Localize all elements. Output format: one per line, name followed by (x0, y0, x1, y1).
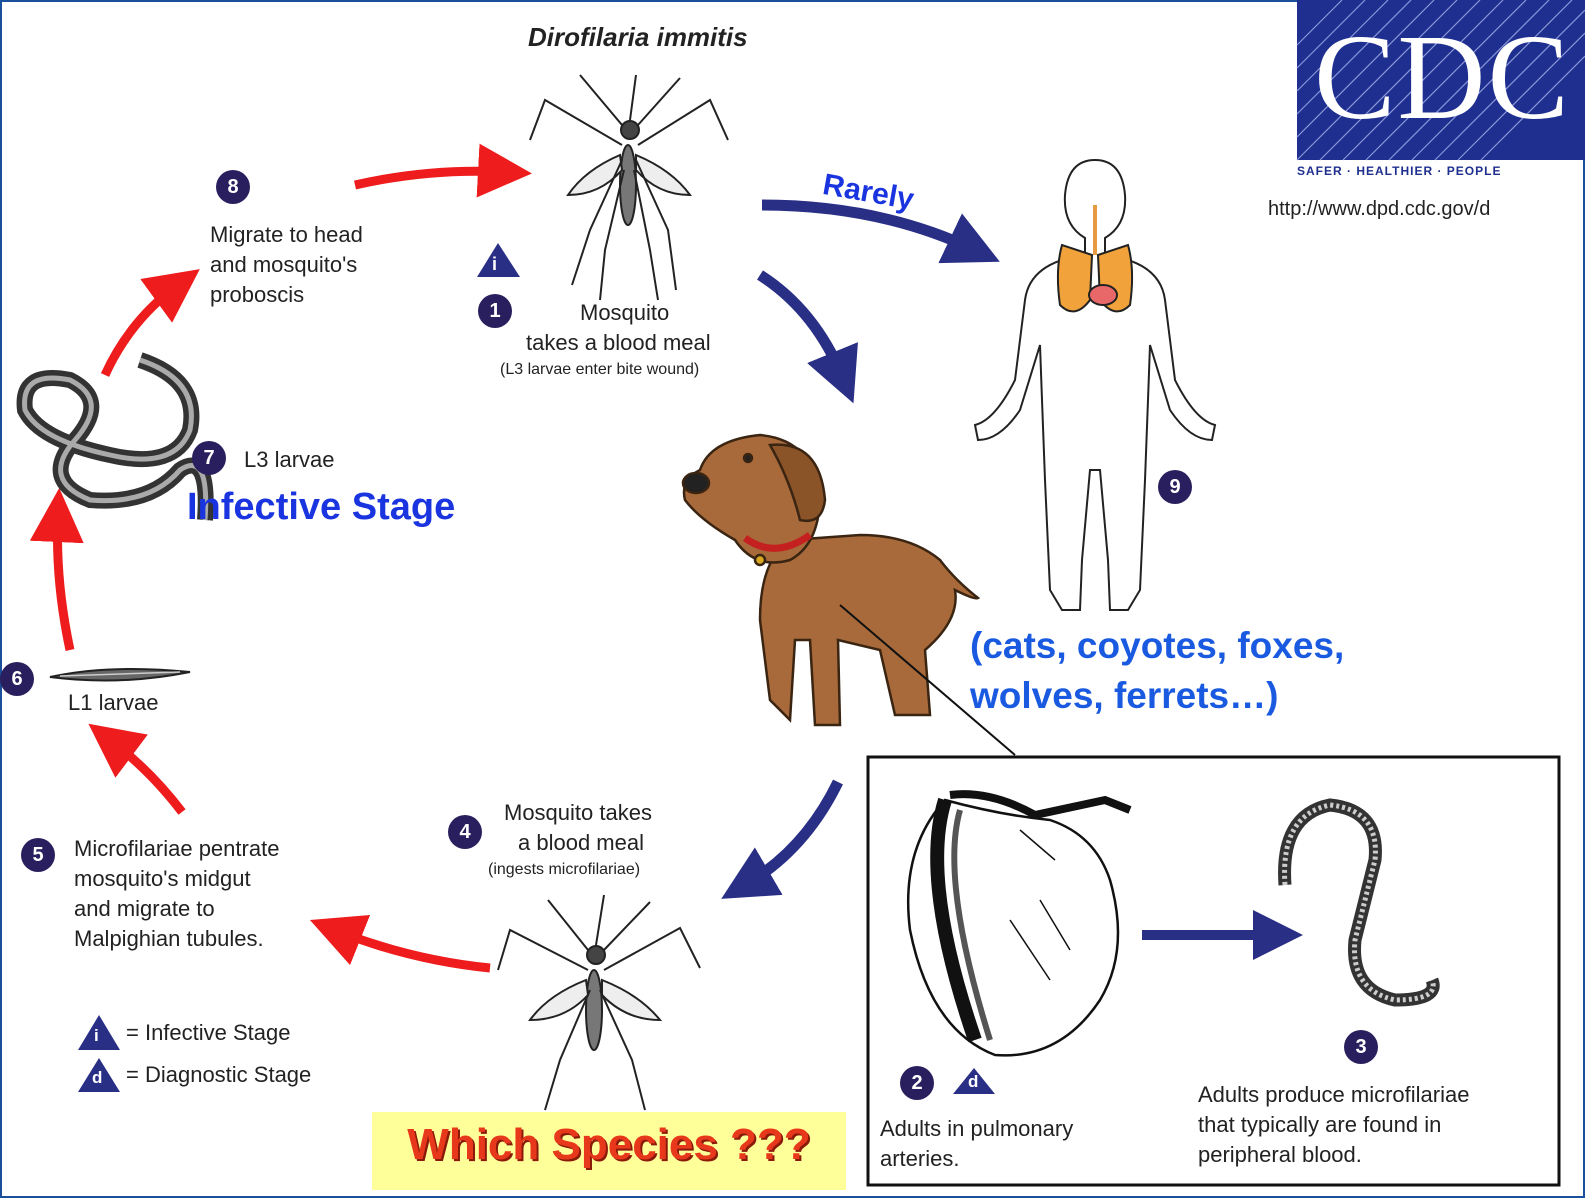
step-3-badge: 3 (1344, 1030, 1378, 1064)
step-9-badge: 9 (1158, 470, 1192, 504)
step-3-line1: Adults produce microfilariae (1198, 1080, 1469, 1110)
mosquito-bottom-icon (498, 895, 700, 1110)
arrow-6-to-7 (58, 515, 71, 650)
step-8-badge: 8 (216, 170, 250, 204)
arrow-5-to-6 (110, 740, 182, 812)
step-7-badge: 7 (192, 441, 226, 475)
step-1-line2: takes a blood meal (526, 328, 711, 358)
legend-infective-text: = Infective Stage (126, 1018, 291, 1048)
infective-stage-triangle-icon (477, 243, 520, 277)
step-5-line3: and migrate to (74, 894, 215, 924)
arrow-rarely-to-human (762, 205, 975, 250)
arrow-8-to-1 (355, 171, 505, 185)
infective-stage-overlay: Infective Stage (187, 486, 455, 529)
step-4-line3: (ingests microfilariae) (488, 860, 640, 880)
step-5-badge: 5 (21, 838, 55, 872)
step-7-label: L3 larvae (244, 445, 335, 475)
step-1-line1: Mosquito (580, 298, 669, 328)
step-4-line1: Mosquito takes (504, 798, 652, 828)
hosts-line2: wolves, ferrets…) (970, 675, 1278, 717)
step-6-badge: 6 (0, 662, 34, 696)
step-2-badge: 2 (900, 1066, 934, 1100)
step-1-badge: 1 (478, 294, 512, 328)
arrow-1-to-dog (760, 275, 843, 378)
step-2-line2: arteries. (880, 1144, 959, 1174)
which-species-text: Which Species ??? (372, 1120, 846, 1170)
step-8-line2: and mosquito's (210, 250, 357, 280)
stage-symbol-diagnostic-label: d (968, 1072, 978, 1092)
arrow-4-to-5 (335, 930, 490, 968)
step-3-line2: that typically are found in (1198, 1110, 1441, 1140)
heart-icon (908, 794, 1130, 1055)
step-8-line3: proboscis (210, 280, 304, 310)
step-3-line3: peripheral blood. (1198, 1140, 1362, 1170)
legend-diagnostic-symbol: d (92, 1068, 102, 1088)
mosquito-top-icon (530, 75, 728, 300)
diagram-title: Dirofilaria immitis (528, 22, 748, 53)
arrow-dog-to-4 (745, 782, 838, 885)
step-4-badge: 4 (448, 815, 482, 849)
cdc-tagline: SAFER · HEALTHIER · PEOPLE (1297, 164, 1585, 178)
step-4-line2: a blood meal (518, 828, 644, 858)
legend-diagnostic-text: = Diagnostic Stage (126, 1060, 311, 1090)
human-icon (975, 160, 1215, 610)
l3-larva-icon (25, 360, 206, 520)
step-5-line2: mosquito's midgut (74, 864, 251, 894)
stage-symbol-infective-label: i (492, 254, 497, 275)
step-6-label: L1 larvae (68, 688, 159, 718)
step-5-line1: Microfilariae pentrate (74, 834, 279, 864)
cdc-url[interactable]: http://www.dpd.cdc.gov/d (1268, 198, 1490, 221)
adult-worm-icon (1285, 805, 1434, 1000)
dog-icon (683, 435, 978, 725)
step-8-line1: Migrate to head (210, 220, 363, 250)
legend-infective-symbol: i (94, 1026, 99, 1046)
step-1-line3: (L3 larvae enter bite wound) (500, 360, 699, 380)
cdc-logo-text: CDC (1300, 8, 1585, 148)
l1-larva-icon (50, 669, 190, 681)
hosts-line1: (cats, coyotes, foxes, (970, 625, 1344, 667)
step-2-line1: Adults in pulmonary (880, 1114, 1073, 1144)
step-5-line4: Malpighian tubules. (74, 924, 264, 954)
legend-infective-triangle-icon (78, 1015, 120, 1050)
